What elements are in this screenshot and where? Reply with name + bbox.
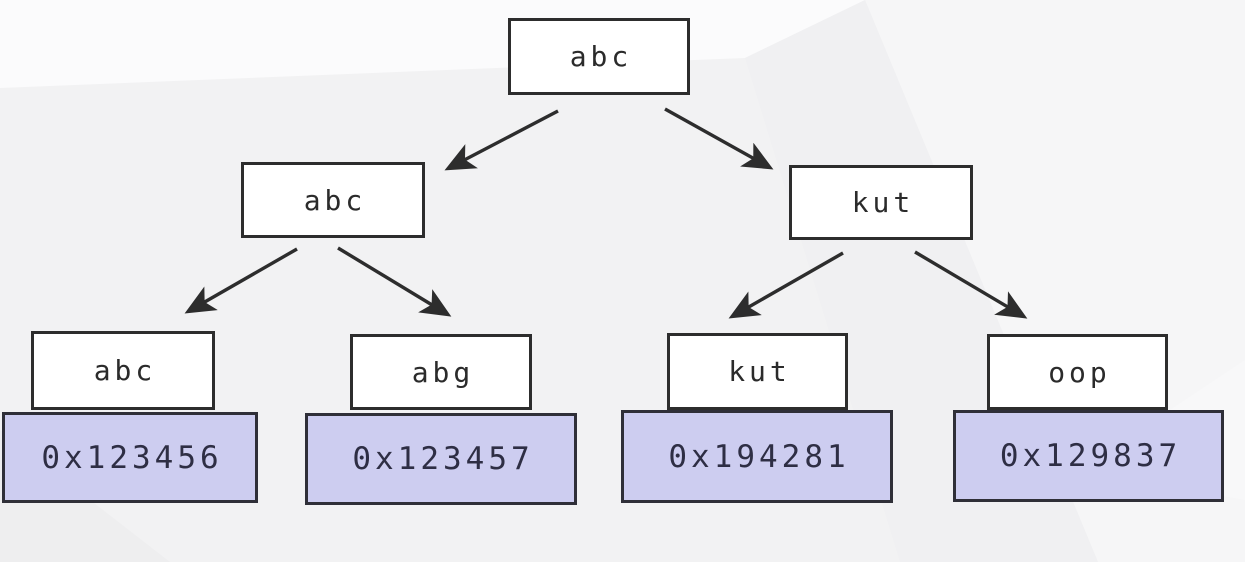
node-leaf-kut: kut	[667, 333, 848, 410]
edge-right-leafoop	[914, 250, 1028, 319]
node-label: oop	[1048, 355, 1111, 389]
node-label: abc	[303, 183, 367, 217]
node-leaf-oop: oop	[987, 334, 1168, 410]
node-label: kut	[851, 186, 915, 219]
edge-left-leafabg	[337, 246, 452, 317]
memory-address: 0x123456	[41, 439, 223, 476]
node-leaf-abc: abc	[31, 331, 215, 410]
memory-box-0x123456: 0x123456	[2, 412, 258, 503]
edge-root-left	[444, 109, 559, 171]
memory-address: 0x123457	[352, 441, 534, 477]
node-label: kut	[728, 355, 791, 388]
node-label: abc	[93, 354, 157, 387]
node-left: abc	[241, 162, 425, 238]
node-label: abg	[411, 355, 475, 389]
memory-address: 0x129837	[999, 438, 1182, 474]
node-leaf-abg: abg	[350, 334, 532, 410]
memory-box-0x123457: 0x123457	[305, 413, 577, 505]
node-root: abc	[508, 18, 690, 95]
node-right: kut	[789, 165, 973, 240]
memory-address: 0x194281	[668, 438, 850, 475]
edge-right-leafkut	[728, 251, 844, 319]
node-label: abc	[569, 40, 633, 73]
edge-left-leafabc	[184, 247, 298, 314]
memory-box-0x129837: 0x129837	[953, 410, 1224, 502]
edge-root-right	[664, 107, 774, 170]
memory-box-0x194281: 0x194281	[621, 410, 893, 503]
